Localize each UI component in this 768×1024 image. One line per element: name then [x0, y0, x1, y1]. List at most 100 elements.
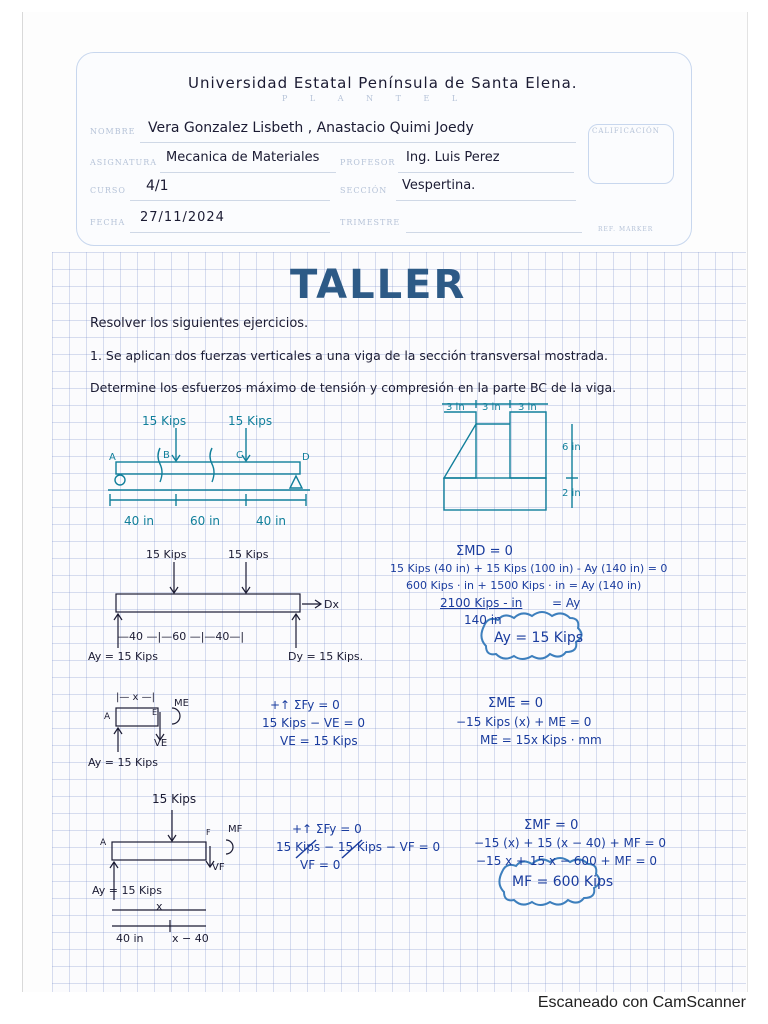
nombre-line [140, 142, 576, 143]
asignatura-label: ASIGNATURA [90, 158, 158, 167]
moment-eq-4-rhs: = Ay [552, 596, 581, 610]
section2-mf: MF [228, 824, 243, 835]
asignatura-line [160, 172, 336, 173]
fbd1-dx-label: Dx [324, 598, 339, 611]
answer-cloud-1 [480, 611, 583, 660]
section2-fy-3: VF = 0 [300, 858, 341, 872]
beam-load-1: 15 Kips [142, 414, 187, 428]
professor-name: Ing. Luis Perez [406, 150, 500, 165]
point-c: C [236, 450, 243, 461]
section1-m-3: ME = 15x Kips · mm [480, 733, 602, 747]
header-form [76, 52, 692, 246]
profesor-line [398, 172, 574, 173]
section2-a: A [100, 838, 107, 848]
point-a: A [109, 452, 116, 463]
plantel-label: P L A N T E L [282, 94, 468, 103]
strike-mark-2 [341, 839, 363, 859]
grid-paper [52, 252, 746, 992]
fbd1-dims: —40 —|—60 —|—40—| [118, 630, 245, 643]
section2-load: 15 Kips [152, 792, 197, 806]
section2-m-2: −15 (x) + 15 (x − 40) + MF = 0 [474, 836, 667, 850]
section2-m-1: ΣMF = 0 [524, 818, 579, 833]
beam-dim-2: 60 in [190, 514, 221, 528]
moment-eq-5: 140 in [464, 613, 502, 627]
page-title: TALLER [290, 262, 467, 308]
section-width-2: 3 in [482, 402, 501, 413]
nombre-label: NOMBRE [90, 127, 136, 136]
moment-eq-3: 600 Kips · in + 1500 Kips · in = Ay (140… [406, 579, 642, 592]
fecha-label: FECHA [90, 218, 126, 227]
fbd1-load-1-label: 15 Kips [146, 548, 187, 561]
section2-x: x [156, 900, 163, 913]
trimestre-line [406, 232, 582, 233]
camscanner-footer: Escaneado con CamScanner [537, 994, 746, 1011]
section1-ay: Ay = 15 Kips [88, 756, 158, 769]
cross-section-top [442, 411, 547, 479]
section2-mf-arrow [225, 839, 234, 855]
section2-beam [111, 841, 207, 861]
section1-m-2: −15 Kips (x) + ME = 0 [456, 715, 592, 729]
moment-eq-4: 2100 Kips - in [440, 596, 523, 610]
section-width-1: 3 in [446, 402, 465, 413]
problem-line-1: 1. Se aplican dos fuerzas verticales a u… [90, 348, 608, 363]
subject-name: Mecanica de Materiales [166, 150, 320, 165]
roller-support [288, 474, 304, 489]
section1-me-arrow [171, 707, 181, 725]
section2-fy-2: 15 Kips − 15 Kips − VF = 0 [276, 840, 441, 854]
section2-d2: x − 40 [172, 932, 209, 945]
section2-m-3: −15 x + 15 x − 600 + MF = 0 [476, 854, 657, 868]
university-name: Universidad Estatal Península de Santa E… [188, 74, 578, 92]
beam-bar [115, 461, 301, 475]
strike-mark-1 [295, 839, 317, 859]
seccion-label: SECCIÓN [340, 186, 388, 195]
ref-label: REF. MARKER [598, 226, 654, 233]
fbd1-beam [115, 593, 301, 613]
cut-mark-1 [157, 447, 163, 483]
instructions: Resolver los siguientes ejercicios. [90, 316, 309, 331]
curso-label: CURSO [90, 186, 126, 195]
point-b: B [163, 450, 170, 461]
section1-x: |— x —| [116, 692, 156, 703]
section2-ay: Ay = 15 Kips [92, 884, 162, 897]
calificacion-label: CALIFICACIÓN [592, 127, 660, 135]
grade-box [588, 124, 674, 184]
arrowhead-2 [241, 454, 251, 463]
section2-f: F [206, 828, 211, 837]
section-width-3: 3 in [518, 402, 537, 413]
section-height-1: 6 in [562, 442, 581, 453]
pin-support [114, 474, 126, 486]
cross-section-flange [443, 477, 547, 511]
fbd1-ay: Ay = 15 Kips [88, 650, 158, 663]
curso-line [130, 200, 330, 201]
section1-ve: VE [154, 738, 168, 749]
moment-eq-2: 15 Kips (40 in) + 15 Kips (100 in) - Ay … [390, 562, 668, 575]
section-height-2: 2 in [562, 488, 581, 499]
profesor-label: PROFESOR [340, 158, 396, 167]
course-value: 4/1 [146, 178, 169, 194]
section1-m-1: ΣME = 0 [488, 696, 544, 711]
moment-eq-result: Ay = 15 Kips [494, 630, 584, 646]
section2-fy-1: +↑ ΣFy = 0 [292, 822, 362, 836]
beam-dim-1: 40 in [124, 514, 155, 528]
beam-load-2: 15 Kips [228, 414, 273, 428]
seccion-line [396, 200, 576, 201]
section1-a: A [104, 712, 111, 722]
moment-eq-1: ΣMD = 0 [456, 544, 513, 559]
trimestre-label: TRIMESTRE [340, 218, 401, 227]
answer-cloud-2 [498, 857, 601, 906]
beam-dim-3: 40 in [256, 514, 287, 528]
section1-e: E [152, 708, 158, 717]
cut-mark-2 [209, 447, 215, 483]
section2-d1: 40 in [116, 932, 144, 945]
section-value: Vespertina. [402, 178, 476, 193]
section2-result: MF = 600 Kips [512, 874, 614, 890]
fbd1-load-2-label: 15 Kips [228, 548, 269, 561]
section2-vf: VF [212, 862, 225, 873]
section1-fy-2: 15 Kips − VE = 0 [262, 716, 365, 730]
date-value: 27/11/2024 [140, 210, 225, 225]
fecha-line [130, 232, 330, 233]
student-names: Vera Gonzalez Lisbeth , Anastacio Quimi … [148, 120, 474, 136]
section1-me: ME [174, 698, 189, 709]
problem-line-2: Determine los esfuerzos máximo de tensió… [90, 380, 617, 395]
section1-fy-3: VE = 15 Kips [280, 734, 358, 748]
